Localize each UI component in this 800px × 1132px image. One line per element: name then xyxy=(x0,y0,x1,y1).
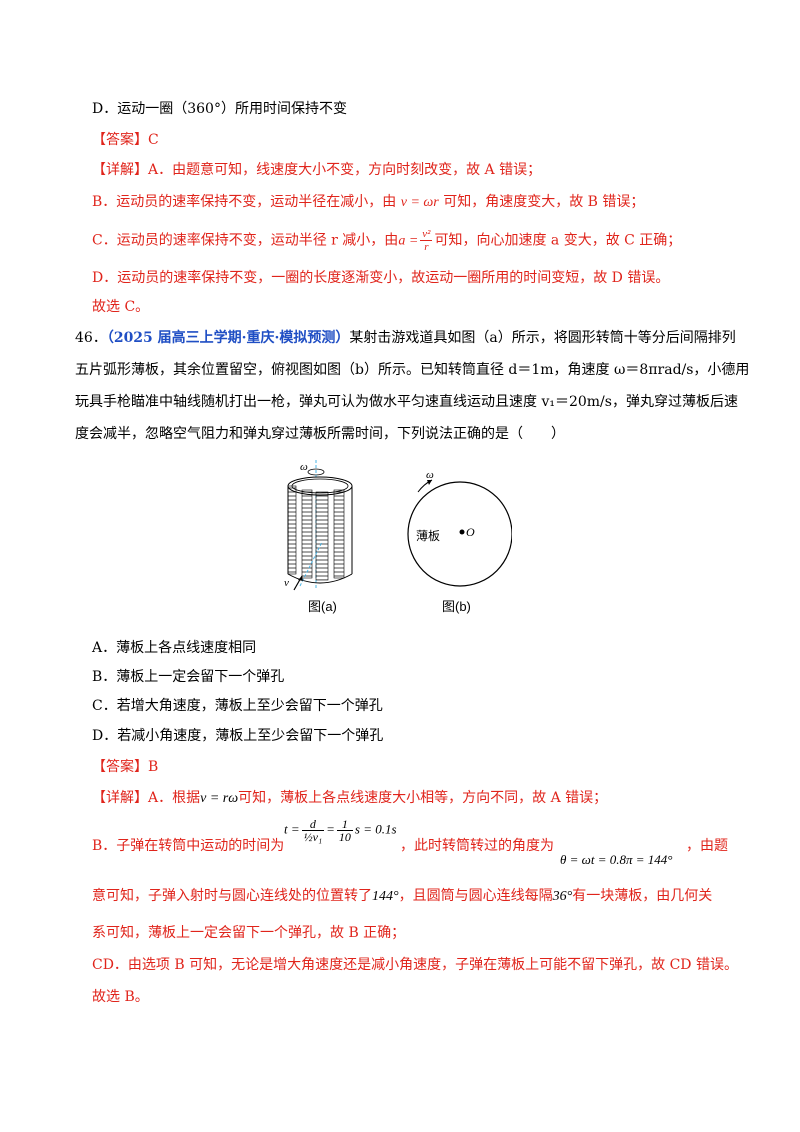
detail-label: 【详解】 xyxy=(92,162,148,178)
detail-b-46-line2: 意可知，子弹入射时与圆心连线处的位置转了144°，且圆筒与圆心连线每隔36°有一… xyxy=(92,886,712,907)
angle-144: 144° xyxy=(372,889,399,904)
detail-b: B．运动员的速率保持不变，运动半径在减小，由 v = ωr 可知，角速度变大，故… xyxy=(92,192,644,213)
option-d: D．运动一圈（360°）所用时间保持不变 xyxy=(92,101,347,117)
angle-36: 36° xyxy=(552,889,573,904)
figure-b-top-view: ω 薄板 O xyxy=(407,470,512,587)
answer-label-46: 【答案】 xyxy=(92,759,148,775)
detail-c-text: C．运动员的速率保持不变，运动半径 r 减小，由 xyxy=(92,232,399,249)
detail-c-post: 可知，向心加速度 a 变大，故 C 正确； xyxy=(434,232,682,249)
center-dot xyxy=(459,529,465,535)
formula-v-omega-r: v = ωr xyxy=(400,195,439,210)
answer-value: C xyxy=(148,132,159,148)
detail-a-46-post: 可知，薄板上各点线速度大小相等，方向不同，故 A 错误； xyxy=(238,790,608,806)
figure-a-caption: 图(a) xyxy=(308,599,337,614)
figure-b-caption: 图(b) xyxy=(442,599,471,614)
conclusion-46: 故选 B。 xyxy=(92,989,149,1005)
theta-formula: θ = ωt = 0.8π = 144° xyxy=(560,852,673,867)
v-label: v xyxy=(284,577,289,589)
question-source: （2025 届高三上学期·重庆·模拟预测） xyxy=(106,330,350,346)
frac-num: v² xyxy=(420,228,433,241)
detail-a-46-pre: A．根据 xyxy=(148,790,201,806)
answer-label: 【答案】 xyxy=(92,132,148,148)
figure-a-cylinder: ω v xyxy=(284,460,353,591)
detail-b2-pre: 意可知，子弹入射时与圆心连线处的位置转了 xyxy=(92,888,372,904)
frac1-num: d xyxy=(301,818,325,831)
question-46-stem: 46．（2025 届高三上学期·重庆·模拟预测）某射击游戏道具如图（a）所示，将… xyxy=(75,328,736,348)
frac-den: r xyxy=(424,241,429,253)
formula-v-r-omega: v = rω xyxy=(200,791,239,806)
detail-label-46: 【详解】 xyxy=(92,790,148,806)
detail-b-46-pre: B．子弹在转筒中运动的时间为 xyxy=(92,838,285,854)
answer-value-46: B xyxy=(148,759,159,775)
detail-b-text: B．运动员的速率保持不变，运动半径在减小，由 xyxy=(92,194,397,210)
conclusion: 故选 C。 xyxy=(92,299,150,315)
detail-b-post: 可知，角速度变大，故 B 错误； xyxy=(443,194,645,210)
detail-b-46-post: ，由题 xyxy=(686,838,728,854)
detail-b-46-line3: 系可知，薄板上一定会留下一个弹孔，故 B 正确； xyxy=(92,925,406,941)
option-b: B．薄板上一定会留下一个弹孔 xyxy=(92,669,285,685)
formula-t: t = xyxy=(284,821,300,837)
bullet-path xyxy=(299,541,323,587)
question-stem-4: 度会减半，忽略空气阻力和弹丸穿过薄板所需时间，下列说法正确的是（ ） xyxy=(75,426,565,442)
plate-label: 薄板 xyxy=(416,528,440,543)
detail-b-46: B．子弹在转筒中运动的时间为 xyxy=(92,836,284,856)
detail-b2-post: 有一块薄板，由几何关 xyxy=(572,888,713,904)
detail-d: D．运动员的速率保持不变，一圈的长度逐渐变小，故运动一圈所用的时间变短，故 D … xyxy=(92,270,670,286)
option-c: C．若增大角速度，薄板上至少会留下一个弹孔 xyxy=(92,698,383,714)
option-a: A．薄板上各点线速度相同 xyxy=(92,640,257,656)
omega-label-b: ω xyxy=(426,470,434,481)
center-label: O xyxy=(466,525,475,539)
detail-a-text: A．由题意可知，线速度大小不变，方向时刻改变，故 A 错误； xyxy=(148,162,542,178)
question-stem-3: 玩具手枪瞄准中轴线随机打出一枪，弹丸可认为做水平匀速直线运动且速度 v₁＝20m… xyxy=(75,394,738,410)
detail-b2-mid: ，且圆筒与圆心连线每隔 xyxy=(398,888,553,904)
question-stem-2: 五片弧形薄板，其余位置留空，俯视图如图（b）所示。已知转筒直径 d＝1m，角速度… xyxy=(75,362,750,378)
answer-line-46: 【答案】B xyxy=(92,757,158,777)
question-number: 46． xyxy=(75,330,107,346)
option-d-46: D．若减小角速度，薄板上至少会留下一个弹孔 xyxy=(92,728,384,744)
formula-t-result: s = 0.1s xyxy=(354,821,397,837)
answer-line: 【答案】C xyxy=(92,130,159,150)
detail-cd-46: CD．由选项 B 可知，无论是增大角速度还是减小角速度，子弹在薄板上可能不留下弹… xyxy=(92,957,738,973)
omega-label: ω xyxy=(300,461,308,473)
question-stem-1: 某射击游戏道具如图（a）所示，将圆形转筒十等分后间隔排列 xyxy=(349,330,736,346)
formula-a: a = xyxy=(398,233,419,249)
detail-b-46-mid: ，此时转筒转过的角度为 xyxy=(400,838,554,854)
detail-a: 【详解】A．由题意可知，线速度大小不变，方向时刻改变，故 A 错误； xyxy=(92,160,541,180)
frac1-den: ½v₁ xyxy=(303,830,323,844)
frac2-num: 1 xyxy=(336,818,353,831)
frac2-den: 10 xyxy=(338,830,351,844)
detail-a-46: 【详解】A．根据v = rω可知，薄板上各点线速度大小相等，方向不同，故 A 错… xyxy=(92,788,607,809)
